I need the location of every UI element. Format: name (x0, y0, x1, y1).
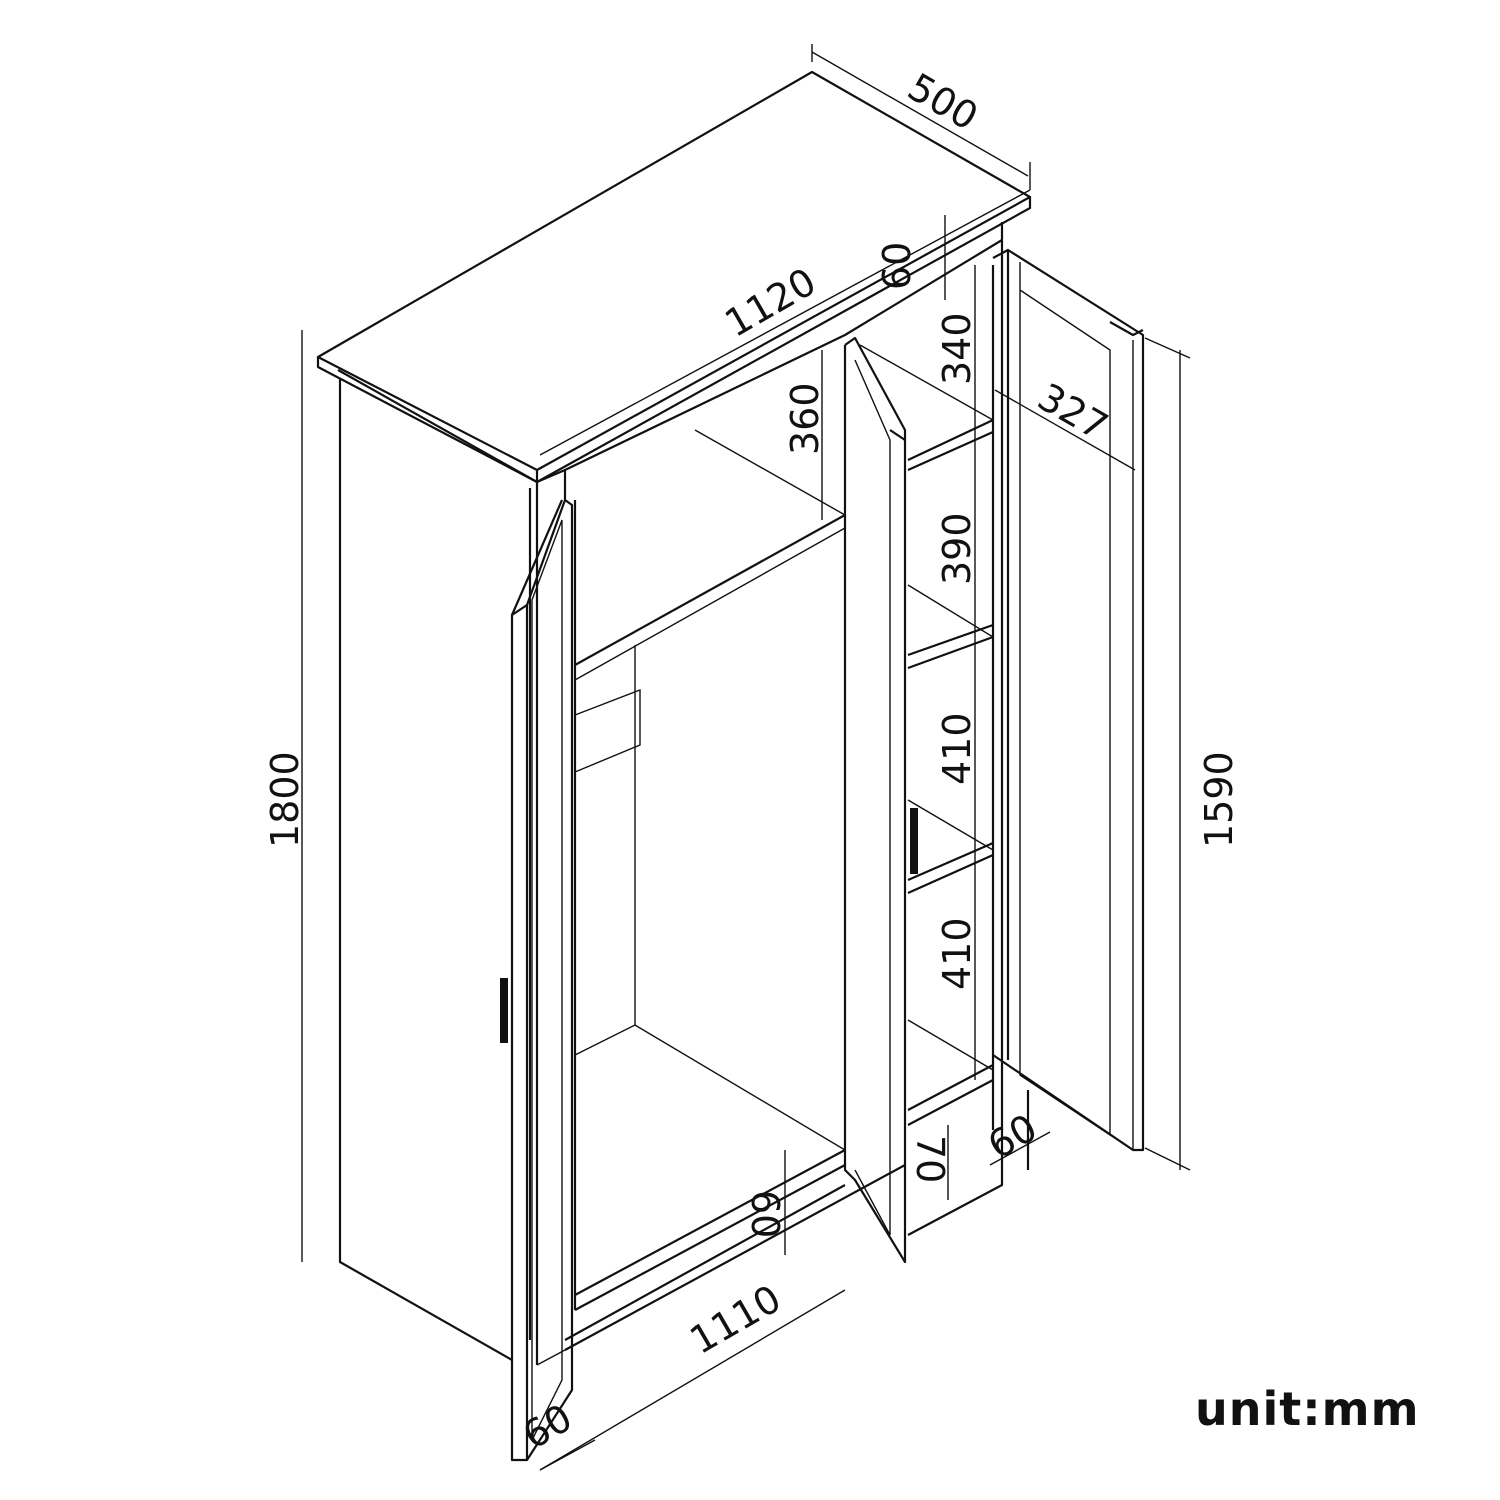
dim-shelf-4: 410 (935, 917, 979, 990)
unit-label: unit:mm (1195, 1382, 1420, 1436)
dim-width-inner: 1110 (683, 1276, 789, 1362)
left-door-handle (500, 978, 508, 1043)
dim-shelf-1: 340 (935, 312, 979, 385)
dim-side-left: 60 (516, 1396, 580, 1458)
dimension-lines (301, 44, 1191, 1471)
dim-side-right: 60 (981, 1106, 1045, 1168)
dim-plinth-right: 70 (908, 1135, 952, 1183)
middle-door-handle (910, 808, 918, 874)
dim-shelf-2: 390 (935, 512, 979, 585)
carcass (316, 70, 1032, 1366)
dim-door-width: 327 (1031, 375, 1116, 449)
middle-door (843, 336, 918, 1264)
right-door (992, 248, 1145, 1152)
dim-door-height: 1590 (1197, 751, 1241, 848)
dim-plinth-mid: 60 (743, 1190, 787, 1238)
left-door (500, 498, 574, 1462)
dim-shelf-3: 410 (935, 712, 979, 785)
dim-total-height: 1800 (263, 751, 307, 848)
dim-hanging-top: 360 (783, 382, 827, 455)
dim-top-rail: 60 (875, 242, 919, 290)
